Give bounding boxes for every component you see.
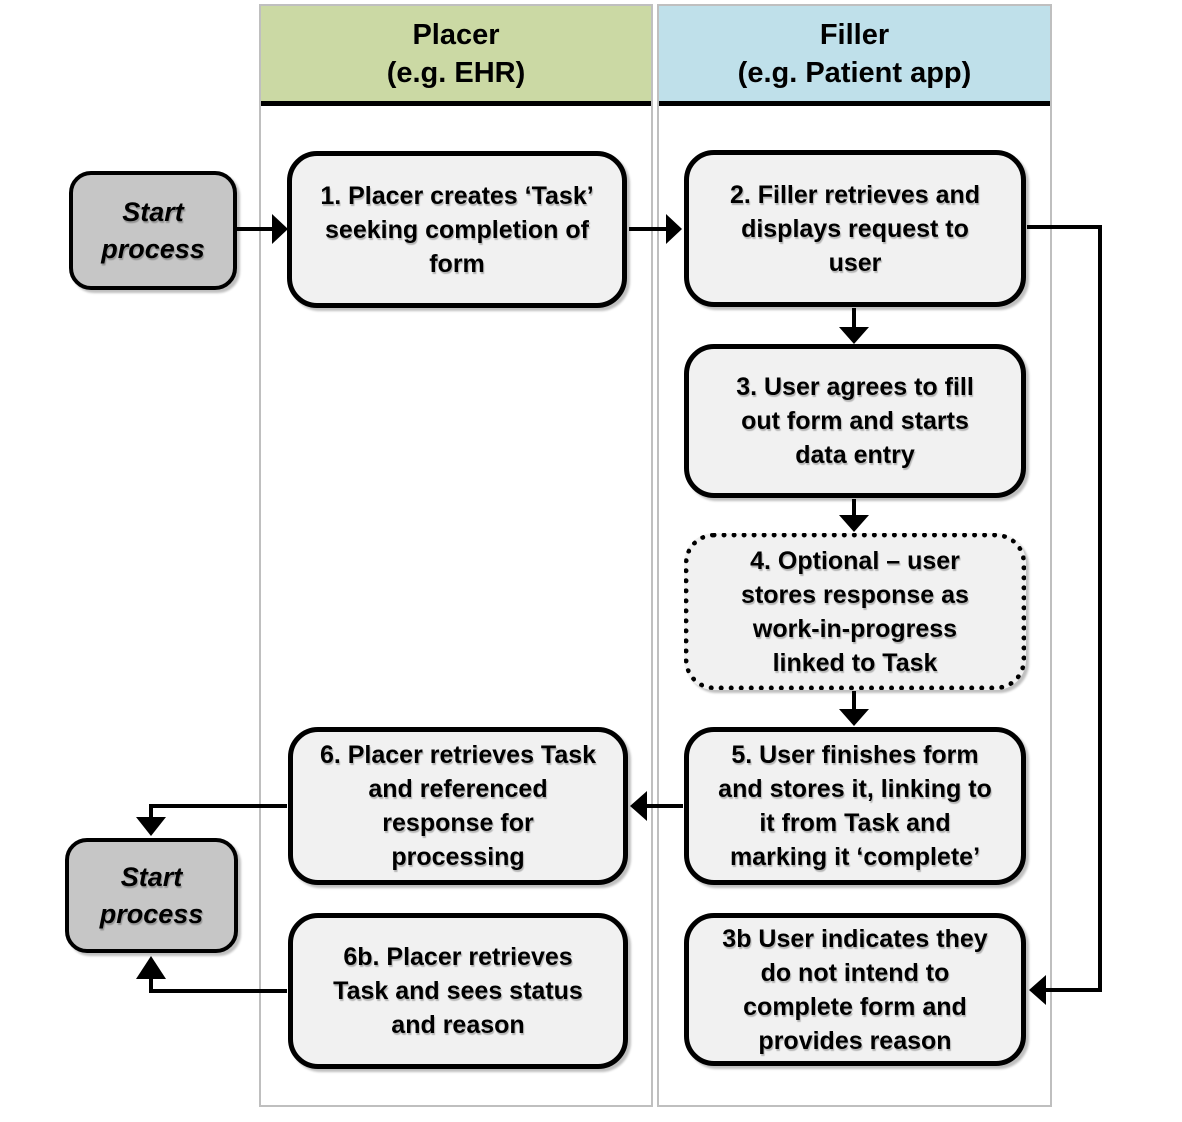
node-step4-optional-store-wip: 4. Optional – user stores response as wo… <box>684 533 1026 690</box>
node-step3-user-agrees: 3. User agrees to fill out form and star… <box>684 344 1026 498</box>
node-start-process-top: Start process <box>69 171 237 290</box>
lane-placer-header: Placer (e.g. EHR) <box>261 6 651 106</box>
node-step3b-user-declines: 3b User indicates they do not intend to … <box>684 913 1026 1066</box>
node-start-process-bottom: Start process <box>65 838 238 953</box>
node-step1-placer-creates-task: 1. Placer creates ‘Task’ seeking complet… <box>287 151 627 308</box>
node-step5-user-finishes-form: 5. User finishes form and stores it, lin… <box>684 727 1026 885</box>
lane-filler-header: Filler (e.g. Patient app) <box>659 6 1050 106</box>
node-step6b-placer-sees-status: 6b. Placer retrieves Task and sees statu… <box>288 913 628 1069</box>
node-step6-placer-retrieves-response: 6. Placer retrieves Task and referenced … <box>288 727 628 885</box>
node-step2-filler-retrieves: 2. Filler retrieves and displays request… <box>684 150 1026 307</box>
